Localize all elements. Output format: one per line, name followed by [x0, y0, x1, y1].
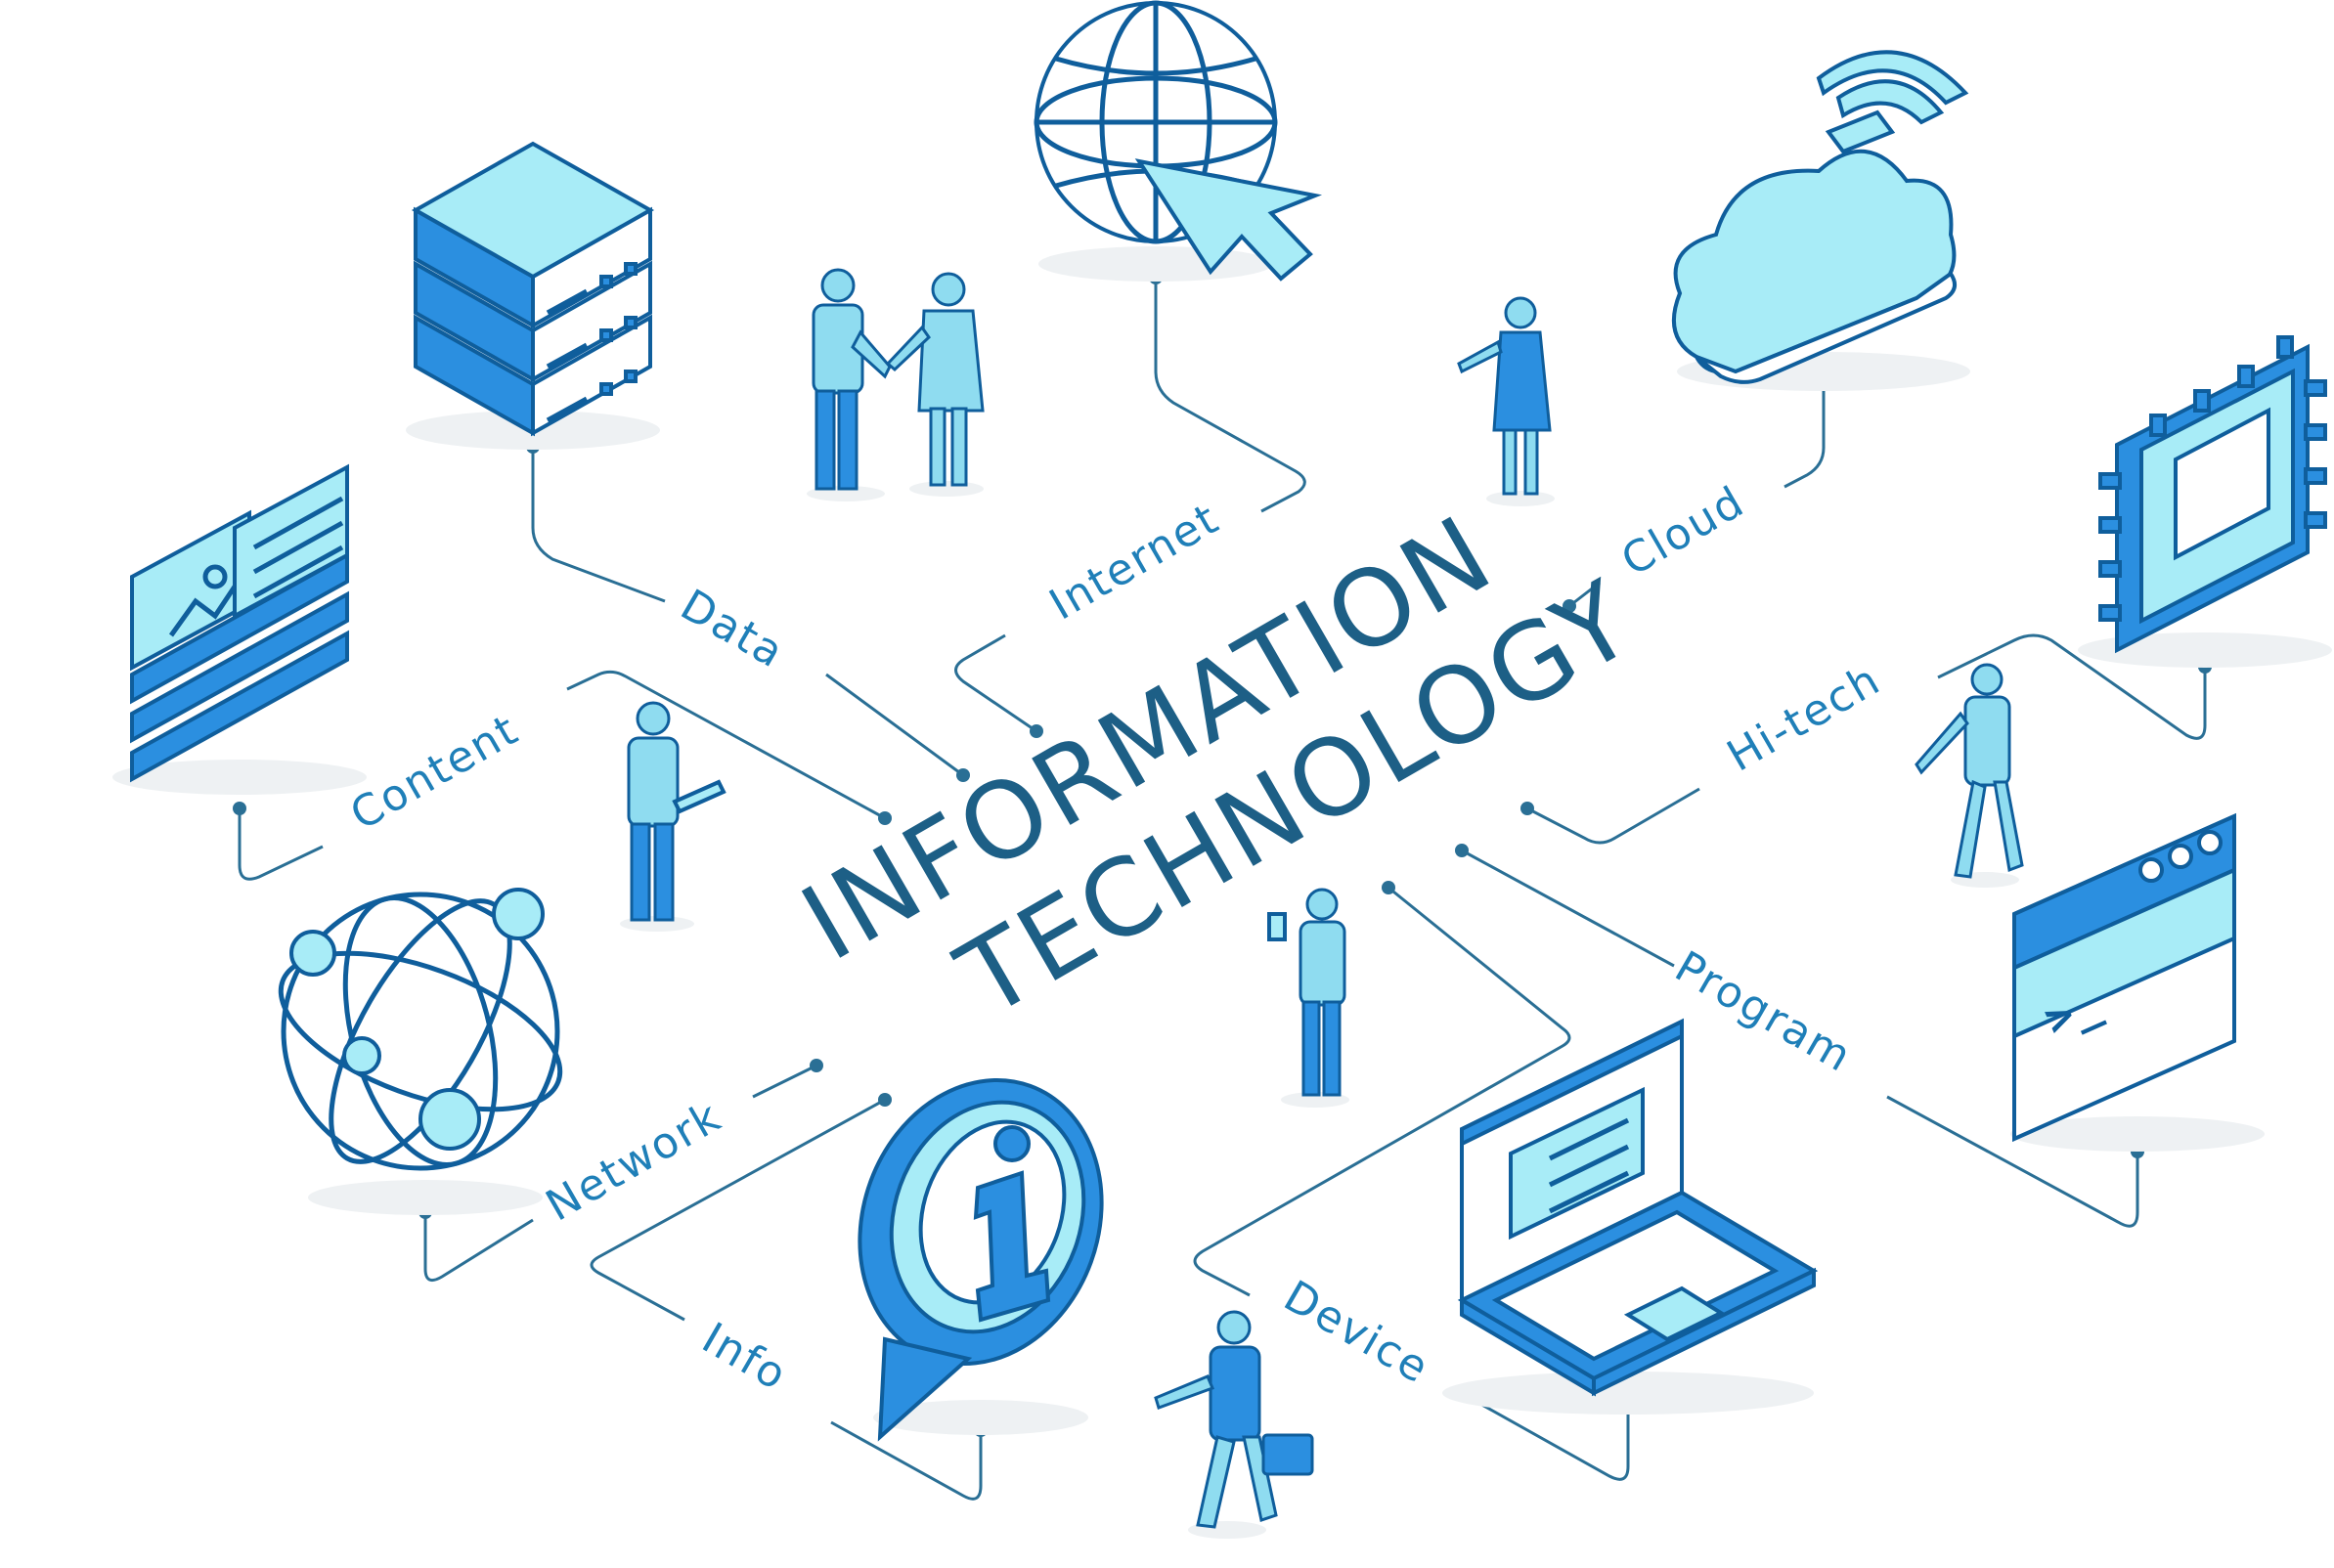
label-internet: Internet: [1041, 494, 1228, 631]
person-handshake-woman: [885, 272, 985, 497]
content-layout-icon: [112, 463, 367, 795]
terminal-window-icon: >_: [2010, 812, 2265, 1152]
person-businessman-briefcase: [1154, 1310, 1314, 1539]
server-icon: [406, 141, 660, 450]
label-info: Info: [694, 1313, 797, 1401]
person-handshake-man: [807, 268, 892, 501]
label-cloud: Cloud: [1613, 477, 1753, 587]
label-network: Network: [538, 1091, 730, 1231]
label-hitech: Hi-tech: [1719, 655, 1889, 782]
info-bubble-icon: [858, 1077, 1104, 1442]
connector-lines: [233, 271, 2212, 1501]
label-program: Program: [1667, 941, 1861, 1082]
globe-cursor-icon: [1034, 0, 1323, 282]
laptop-icon: [1442, 1018, 1819, 1415]
label-device: Device: [1276, 1271, 1438, 1393]
person-man-phone: [1915, 663, 2024, 888]
person-man-tablet: [620, 701, 727, 932]
person-woman-tablet: [1457, 296, 1555, 506]
person-woman-phone: [1267, 888, 1349, 1108]
microchip-icon: [2078, 335, 2332, 668]
atom-network-icon: [278, 888, 563, 1215]
label-data: Data: [673, 580, 793, 678]
people-figures: [620, 268, 2024, 1539]
label-content: Content: [342, 705, 527, 841]
cloud-wifi-icon: [1671, 50, 1970, 391]
